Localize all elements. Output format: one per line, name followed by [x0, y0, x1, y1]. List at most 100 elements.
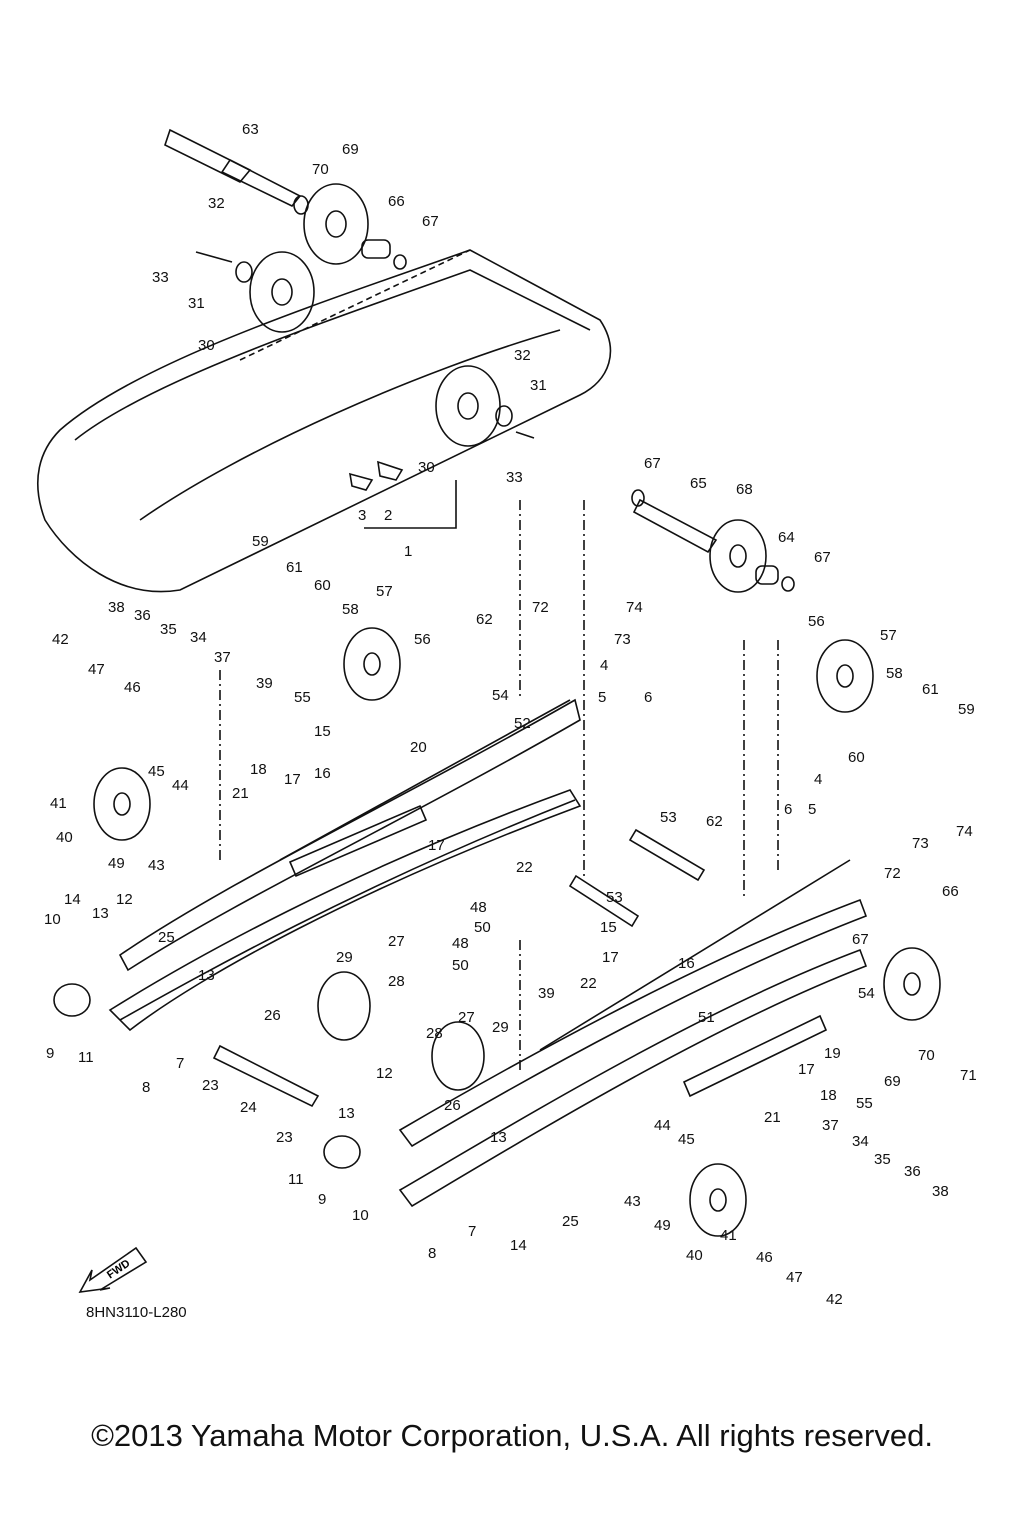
- part-label: 6: [784, 801, 792, 818]
- part-label: 16: [678, 955, 695, 972]
- part-label: 57: [880, 627, 897, 644]
- part-label: 5: [808, 801, 816, 818]
- part-label: 22: [516, 859, 533, 876]
- part-label: 61: [922, 681, 939, 698]
- part-label: 28: [388, 973, 405, 990]
- part-label: 55: [856, 1095, 873, 1112]
- part-label: 41: [720, 1227, 737, 1244]
- part-label: 14: [64, 891, 81, 908]
- part-label: 34: [852, 1133, 869, 1150]
- part-label: 62: [476, 611, 493, 628]
- part-label: 46: [756, 1249, 773, 1266]
- part-label: 38: [108, 599, 125, 616]
- part-label: 7: [468, 1223, 476, 1240]
- part-label: 9: [318, 1191, 326, 1208]
- part-label: 13: [198, 967, 215, 984]
- part-label: 74: [626, 599, 643, 616]
- part-label: 15: [600, 919, 617, 936]
- part-label: 18: [250, 761, 267, 778]
- part-label: 36: [904, 1163, 921, 1180]
- part-label: 48: [452, 935, 469, 952]
- part-label: 49: [654, 1217, 671, 1234]
- part-label: 4: [600, 657, 608, 674]
- part-label: 25: [562, 1213, 579, 1230]
- part-label: 34: [190, 629, 207, 646]
- part-label: 48: [470, 899, 487, 916]
- part-label: 39: [538, 985, 555, 1002]
- part-label: 17: [602, 949, 619, 966]
- part-label: 35: [160, 621, 177, 638]
- part-label: 50: [474, 919, 491, 936]
- part-label: 3: [358, 507, 366, 524]
- part-label: 12: [376, 1065, 393, 1082]
- part-label: 70: [918, 1047, 935, 1064]
- part-label: 67: [852, 931, 869, 948]
- part-label: 66: [388, 193, 405, 210]
- part-label: 54: [858, 985, 875, 1002]
- part-label: 31: [188, 295, 205, 312]
- part-label: 60: [314, 577, 331, 594]
- part-label: 64: [778, 529, 795, 546]
- part-label: 13: [338, 1105, 355, 1122]
- part-label: 57: [376, 583, 393, 600]
- part-label: 21: [232, 785, 249, 802]
- part-label: 37: [214, 649, 231, 666]
- part-label: 19: [824, 1045, 841, 1062]
- part-label: 72: [532, 599, 549, 616]
- drawing-code: 8HN3110-L280: [86, 1304, 187, 1321]
- part-label: 11: [288, 1171, 304, 1188]
- part-label: 45: [678, 1131, 695, 1148]
- part-label: 30: [198, 337, 215, 354]
- part-label: 24: [240, 1099, 257, 1116]
- part-label: 30: [418, 459, 435, 476]
- part-label: 56: [414, 631, 431, 648]
- part-label: 67: [422, 213, 439, 230]
- part-label: 25: [158, 929, 175, 946]
- part-label: 31: [530, 377, 547, 394]
- part-label: 12: [116, 891, 133, 908]
- copyright-notice: ©2013 Yamaha Motor Corporation, U.S.A. A…: [91, 1418, 933, 1453]
- part-label: 58: [342, 601, 359, 618]
- part-label: 39: [256, 675, 273, 692]
- part-label: 26: [264, 1007, 281, 1024]
- part-label: 9: [46, 1045, 54, 1062]
- part-label: 68: [736, 481, 753, 498]
- part-label: 45: [148, 763, 165, 780]
- part-label: 59: [958, 701, 975, 718]
- part-label: 33: [152, 269, 169, 286]
- part-label: 10: [352, 1207, 369, 1224]
- part-label: 44: [654, 1117, 671, 1134]
- diagram-drawing: [37, 128, 941, 1237]
- part-label: 61: [286, 559, 303, 576]
- part-label: 51: [698, 1009, 715, 1026]
- part-label: 72: [884, 865, 901, 882]
- part-label: 47: [88, 661, 105, 678]
- part-label: 23: [276, 1129, 293, 1146]
- part-label: 32: [208, 195, 225, 212]
- part-label: 16: [314, 765, 331, 782]
- part-label: 29: [336, 949, 353, 966]
- part-label: 40: [56, 829, 73, 846]
- forward-arrow-icon: FWD: [78, 1246, 148, 1294]
- part-label: 27: [458, 1009, 475, 1026]
- part-label: 15: [314, 723, 331, 740]
- part-label: 69: [342, 141, 359, 158]
- part-label: 37: [822, 1117, 839, 1134]
- part-label: 53: [660, 809, 677, 826]
- part-label: 1: [404, 543, 412, 560]
- part-label: 6: [644, 689, 652, 706]
- part-label: 54: [492, 687, 509, 704]
- part-label: 17: [428, 837, 445, 854]
- part-label: 43: [624, 1193, 641, 1210]
- part-label: 2: [384, 507, 392, 524]
- part-label: 52: [514, 715, 531, 732]
- part-label: 36: [134, 607, 151, 624]
- part-label: 13: [92, 905, 109, 922]
- part-label: 53: [606, 889, 623, 906]
- part-label: 33: [506, 469, 523, 486]
- part-label: 43: [148, 857, 165, 874]
- part-label: 41: [50, 795, 67, 812]
- part-label: 50: [452, 957, 469, 974]
- part-label: 5: [598, 689, 606, 706]
- part-label: 18: [820, 1087, 837, 1104]
